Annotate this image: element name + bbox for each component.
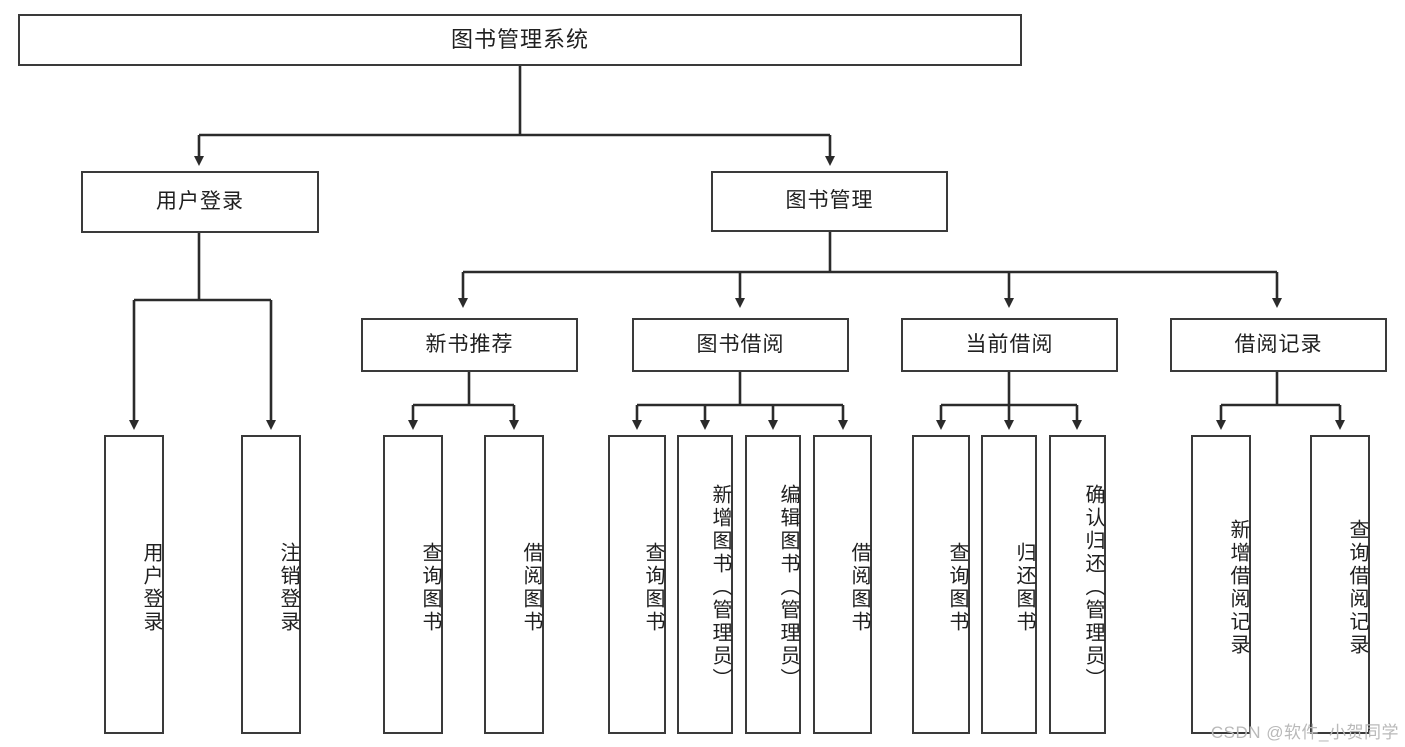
leaf-user-logout-label: 注销登录 bbox=[277, 541, 299, 634]
leaf-return-book-label: 归还图书 bbox=[1013, 541, 1035, 634]
leaf-query-book-borrow[interactable]: 查询图书 bbox=[608, 435, 666, 734]
node-book-manage-label: 图书管理 bbox=[785, 189, 874, 213]
leaf-add-record[interactable]: 新增借阅记录 bbox=[1191, 435, 1251, 734]
node-user-login[interactable]: 用户登录 bbox=[81, 171, 319, 233]
leaf-confirm-return[interactable]: 确认归还（管理员） bbox=[1049, 435, 1106, 734]
node-book-borrow[interactable]: 图书借阅 bbox=[632, 318, 849, 372]
watermark: CSDN @软件_小贺同学 bbox=[1210, 723, 1399, 742]
leaf-user-login[interactable]: 用户登录 bbox=[104, 435, 164, 734]
leaf-query-book-current-label: 查询图书 bbox=[946, 541, 968, 634]
node-book-manage[interactable]: 图书管理 bbox=[711, 171, 948, 232]
leaf-edit-book[interactable]: 编辑图书（管理员） bbox=[745, 435, 801, 734]
node-root[interactable]: 图书管理系统 bbox=[18, 14, 1022, 66]
node-borrow-record[interactable]: 借阅记录 bbox=[1170, 318, 1387, 372]
leaf-query-book-borrow-label: 查询图书 bbox=[642, 541, 664, 634]
leaf-borrow-book-label: 借阅图书 bbox=[848, 541, 870, 634]
node-book-borrow-label: 图书借阅 bbox=[696, 332, 785, 356]
node-current-borrow[interactable]: 当前借阅 bbox=[901, 318, 1118, 372]
leaf-query-book-rec-label: 查询图书 bbox=[419, 541, 441, 634]
leaf-borrow-book-rec-label: 借阅图书 bbox=[520, 541, 542, 634]
leaf-edit-book-label: 编辑图书（管理员） bbox=[777, 484, 799, 691]
node-borrow-record-label: 借阅记录 bbox=[1234, 332, 1323, 356]
leaf-user-login-label: 用户登录 bbox=[140, 541, 162, 634]
leaf-query-book-current[interactable]: 查询图书 bbox=[912, 435, 970, 734]
node-root-label: 图书管理系统 bbox=[450, 27, 589, 53]
node-current-borrow-label: 当前借阅 bbox=[965, 332, 1054, 356]
node-new-book-rec-label: 新书推荐 bbox=[425, 332, 514, 356]
leaf-borrow-book-rec[interactable]: 借阅图书 bbox=[484, 435, 544, 734]
node-user-login-label: 用户登录 bbox=[156, 189, 244, 213]
node-new-book-rec[interactable]: 新书推荐 bbox=[361, 318, 578, 372]
leaf-add-record-label: 新增借阅记录 bbox=[1227, 518, 1249, 657]
leaf-return-book[interactable]: 归还图书 bbox=[981, 435, 1037, 734]
leaf-user-logout[interactable]: 注销登录 bbox=[241, 435, 301, 734]
leaf-query-book-rec[interactable]: 查询图书 bbox=[383, 435, 443, 734]
leaf-query-record[interactable]: 查询借阅记录 bbox=[1310, 435, 1370, 734]
leaf-add-book[interactable]: 新增图书（管理员） bbox=[677, 435, 733, 734]
leaf-add-book-label: 新增图书（管理员） bbox=[709, 484, 731, 691]
leaf-confirm-return-label: 确认归还（管理员） bbox=[1082, 484, 1104, 691]
leaf-borrow-book[interactable]: 借阅图书 bbox=[813, 435, 872, 734]
leaf-query-record-label: 查询借阅记录 bbox=[1346, 518, 1368, 657]
